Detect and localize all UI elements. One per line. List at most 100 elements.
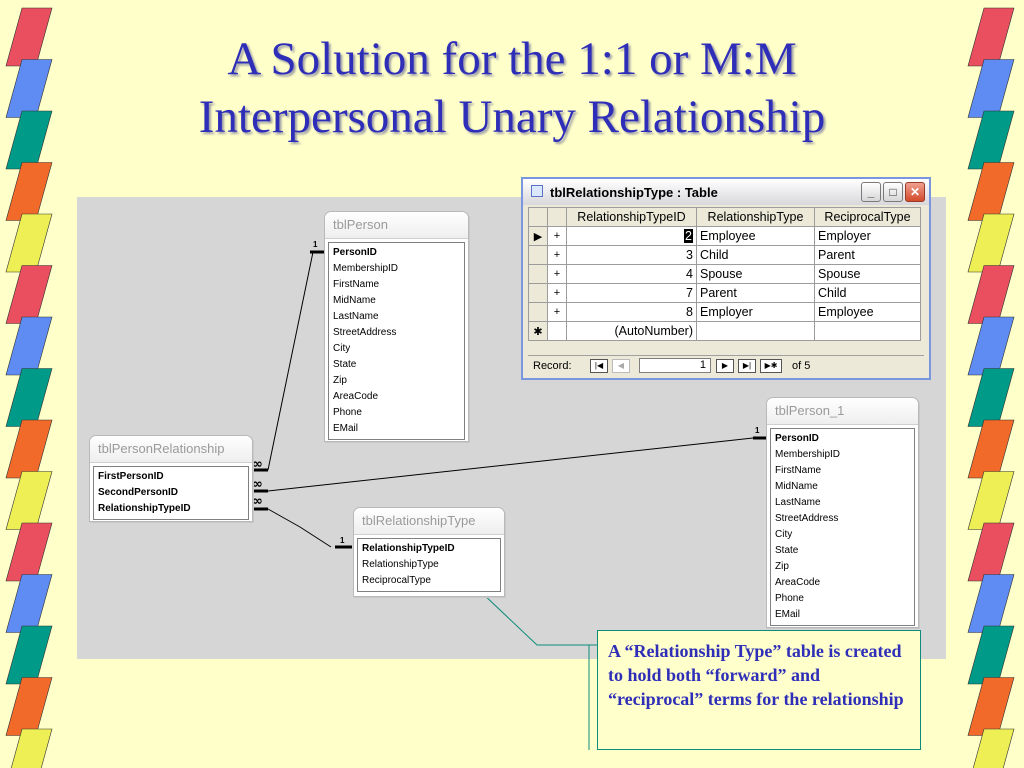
field-item[interactable]: StreetAddress [333, 327, 397, 338]
new-record-button[interactable]: ▶✱ [760, 359, 782, 373]
field-item[interactable]: ReciprocalType [362, 575, 431, 586]
field-item[interactable]: State [775, 545, 799, 556]
link-personrel-to-person [267, 251, 314, 471]
minimize-button[interactable]: _ [861, 182, 881, 202]
field-item[interactable]: LastName [333, 311, 379, 322]
table-cell[interactable]: Spouse [696, 264, 815, 284]
window-title-bar[interactable]: tblRelationshipType : Table _ □ ✕ [523, 179, 929, 205]
slide-title-line-1: A Solution for the 1:1 or M:M [227, 33, 797, 85]
close-button[interactable]: ✕ [905, 182, 925, 202]
callout-note: A “Relationship Type” table is created t… [597, 630, 921, 750]
row-selector[interactable] [528, 245, 548, 265]
table-box-tblrelationshiptype[interactable]: tblRelationshipType RelationshipTypeID Re… [353, 507, 505, 597]
field-item[interactable]: EMail [333, 423, 359, 434]
expand-subdatasheet-button[interactable]: + [547, 302, 567, 322]
field-item[interactable]: RelationshipType [362, 559, 439, 570]
table-cell[interactable]: Child [814, 283, 921, 303]
row-selector[interactable] [528, 283, 548, 303]
record-count: of 5 [792, 360, 811, 372]
record-number-input[interactable]: 1 [639, 358, 711, 373]
field-item[interactable]: City [333, 343, 351, 354]
column-header[interactable]: RelationshipType [696, 207, 815, 227]
expand-subdatasheet-button[interactable]: + [547, 245, 567, 265]
field-item[interactable]: City [775, 529, 793, 540]
column-header[interactable]: RelationshipTypeID [566, 207, 697, 227]
column-header-row: RelationshipTypeID RelationshipType Reci… [528, 207, 921, 227]
field-item[interactable]: RelationshipTypeID [362, 543, 455, 554]
slide-title: A Solution for the 1:1 or M:M Interperso… [0, 30, 1024, 146]
expand-subdatasheet-button[interactable]: + [547, 283, 567, 303]
field-item[interactable]: FirstName [333, 279, 380, 290]
field-item[interactable]: RelationshipTypeID [98, 503, 191, 514]
previous-record-button[interactable]: ◀ [612, 359, 630, 373]
expand-subdatasheet-button[interactable]: + [547, 264, 567, 284]
table-cell[interactable]: Employee [696, 226, 815, 246]
field-item[interactable]: State [333, 359, 357, 370]
table-cell[interactable]: 3 [566, 245, 697, 265]
table-title[interactable]: tblPersonRelationship [90, 436, 252, 463]
column-header[interactable]: ReciprocalType [814, 207, 921, 227]
field-item[interactable]: MidName [333, 295, 376, 306]
left-decorative-stripes [5, 7, 53, 768]
field-item[interactable]: MembershipID [775, 449, 841, 460]
first-record-button[interactable]: |◀ [590, 359, 608, 373]
field-item[interactable]: SecondPersonID [98, 487, 179, 498]
table-cell[interactable]: Parent [814, 245, 921, 265]
next-record-button[interactable]: ▶ [716, 359, 734, 373]
cardinality-many-2: ∞ [252, 477, 263, 492]
table-title[interactable]: tblRelationshipType [354, 508, 504, 535]
table-cell[interactable] [814, 321, 921, 341]
field-item[interactable]: StreetAddress [775, 513, 839, 524]
autonumber-cell[interactable]: (AutoNumber) [566, 321, 697, 341]
table-cell[interactable]: Parent [696, 283, 815, 303]
field-item[interactable]: Phone [775, 593, 804, 604]
field-item[interactable]: PersonID [775, 433, 819, 444]
table-cell[interactable]: Employee [814, 302, 921, 322]
maximize-button[interactable]: □ [883, 182, 903, 202]
field-item[interactable]: Zip [775, 561, 789, 572]
last-record-button[interactable]: ▶| [738, 359, 756, 373]
table-cell[interactable]: 4 [566, 264, 697, 284]
row-selector[interactable] [528, 264, 548, 284]
row-selector[interactable] [528, 302, 548, 322]
row-selector[interactable]: ▶ [528, 226, 548, 246]
field-item[interactable]: LastName [775, 497, 821, 508]
field-item[interactable]: Phone [333, 407, 362, 418]
expand-subdatasheet-button[interactable]: + [547, 226, 567, 246]
table-cell[interactable]: Child [696, 245, 815, 265]
field-item[interactable]: AreaCode [775, 577, 821, 588]
table-cell[interactable] [696, 321, 815, 341]
table-cell[interactable]: Employer [696, 302, 815, 322]
record-navigation-bar: Record: |◀ ◀ 1 ▶ ▶| ▶✱ of 5 [528, 355, 924, 376]
table-cell[interactable]: Spouse [814, 264, 921, 284]
table-cell[interactable]: 2 [566, 226, 697, 246]
field-item[interactable]: PersonID [333, 247, 377, 258]
table-box-tblperson-1[interactable]: tblPerson_1 PersonID MembershipID FirstNam… [766, 397, 919, 628]
corner-cell[interactable] [528, 207, 548, 227]
table-cell[interactable]: 7 [566, 283, 697, 303]
datasheet-grid: RelationshipTypeID RelationshipType Reci… [528, 207, 921, 341]
field-item[interactable]: FirstPersonID [98, 471, 164, 482]
table-title[interactable]: tblPerson [325, 212, 468, 239]
right-decorative-stripes [967, 7, 1015, 768]
field-item[interactable]: AreaCode [333, 391, 379, 402]
table-cell[interactable]: 8 [566, 302, 697, 322]
field-item[interactable]: EMail [775, 609, 801, 620]
table-box-tblpersonrelationship[interactable]: tblPersonRelationship FirstPersonID Secon… [89, 435, 253, 522]
field-item[interactable]: MidName [775, 481, 818, 492]
cardinality-many-3: ∞ [252, 494, 263, 509]
table-title[interactable]: tblPerson_1 [767, 398, 918, 425]
new-row-marker[interactable]: ✱ [528, 321, 548, 341]
field-item[interactable]: FirstName [775, 465, 822, 476]
table-cell[interactable]: Employer [814, 226, 921, 246]
field-item[interactable]: MembershipID [333, 263, 399, 274]
field-item[interactable]: Zip [333, 375, 347, 386]
new-record-row[interactable]: ✱ (AutoNumber) [528, 321, 921, 341]
